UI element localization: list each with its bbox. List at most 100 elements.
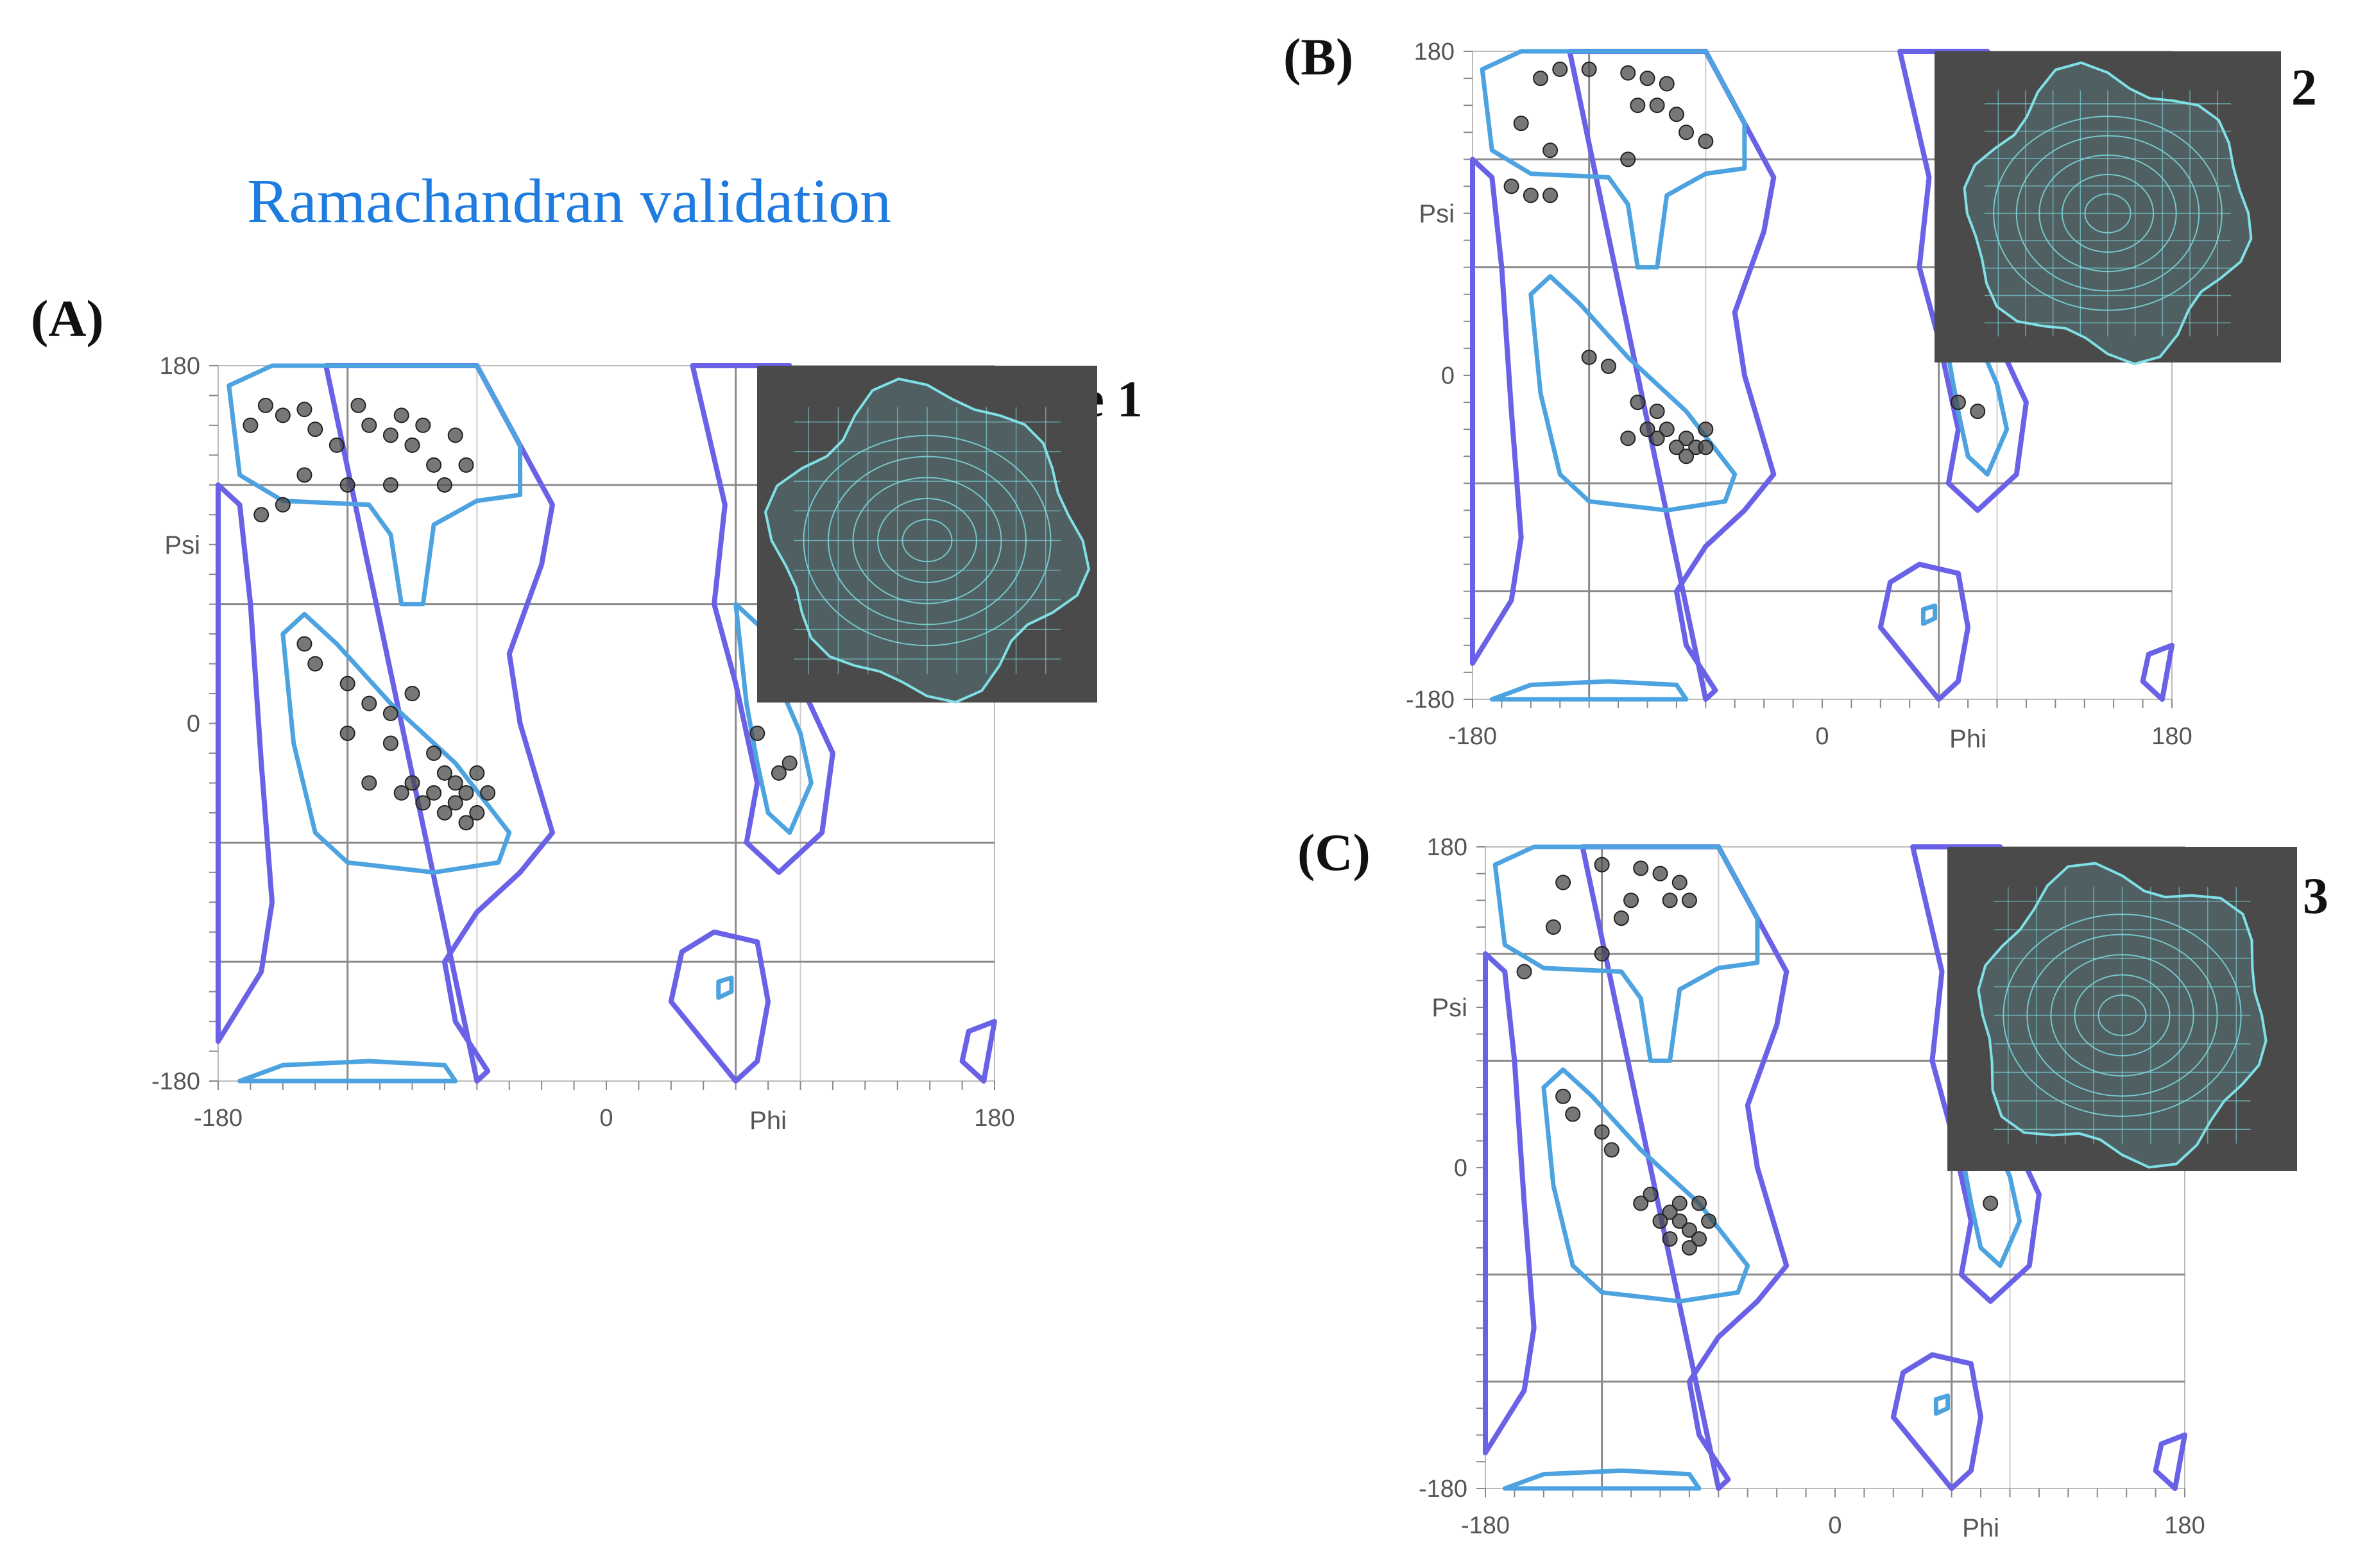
data-point [447, 427, 463, 443]
data-point [1630, 98, 1646, 114]
data-point [1603, 1142, 1619, 1158]
figure-title: Ramachandran validation [247, 167, 892, 236]
data-point [1679, 430, 1695, 447]
data-point [1681, 1222, 1697, 1238]
x-axis-label: Phi [1962, 1514, 1999, 1542]
data-point [1600, 358, 1616, 374]
x-axis-label: Phi [1949, 725, 1986, 753]
favored-region-contour [237, 1059, 458, 1084]
data-point [339, 676, 355, 692]
data-point [1594, 1124, 1610, 1140]
data-point [382, 735, 398, 751]
data-point [275, 407, 291, 423]
data-point [1623, 892, 1639, 908]
allowed-region-contour [2153, 1432, 2187, 1491]
data-point [1681, 1240, 1697, 1256]
data-point [393, 407, 409, 423]
data-point [1671, 1195, 1687, 1211]
y-tick-label: 180 [160, 353, 200, 380]
x-tick-label: 180 [2164, 1512, 2205, 1539]
data-point [1643, 1186, 1659, 1202]
data-point [1668, 439, 1684, 456]
favored-region-contour [1489, 679, 1689, 702]
allowed-region-contour [1483, 951, 1537, 1456]
x-tick-label: 0 [1828, 1512, 1841, 1539]
data-point [1659, 76, 1675, 92]
data-point [339, 477, 355, 493]
data-point [1649, 430, 1665, 447]
data-point [1649, 98, 1665, 114]
data-point [458, 785, 474, 801]
data-point [1542, 142, 1559, 158]
allowed-region-contour [1877, 561, 1971, 702]
data-point [436, 477, 452, 493]
data-point [1649, 404, 1665, 420]
data-point [1691, 1231, 1707, 1247]
data-point [257, 397, 273, 413]
data-point [1581, 349, 1597, 365]
data-point [1679, 448, 1695, 464]
y-axis-label: Psi [1431, 994, 1467, 1022]
x-tick-label: -180 [1461, 1512, 1510, 1539]
data-point [1950, 395, 1966, 411]
y-tick-label: -180 [151, 1068, 200, 1095]
data-point [1698, 422, 1714, 438]
data-point [1594, 946, 1610, 962]
data-point [361, 417, 377, 433]
data-point [447, 795, 463, 811]
data-point [1620, 430, 1636, 447]
y-tick-label: 0 [1441, 362, 1455, 389]
data-point [480, 785, 496, 801]
data-point [1532, 71, 1548, 87]
data-point [458, 457, 474, 473]
favored-region-contour [226, 363, 523, 607]
data-point [382, 477, 398, 493]
favored-region-contour [1480, 49, 1747, 270]
data-point [426, 457, 442, 473]
data-point [1679, 124, 1695, 141]
x-tick-label: 0 [599, 1105, 613, 1132]
y-tick-label: 0 [1454, 1155, 1467, 1182]
data-point [361, 775, 377, 791]
data-point [329, 437, 345, 453]
x-tick-label: -180 [194, 1105, 243, 1132]
data-point [296, 467, 312, 483]
favored-region-contour [1492, 844, 1760, 1063]
data-point [296, 402, 312, 418]
data-point [1503, 178, 1519, 194]
data-point [404, 775, 420, 791]
data-point [275, 497, 291, 513]
y-tick-label: 180 [1427, 834, 1467, 861]
data-point [404, 437, 420, 453]
data-point [1698, 439, 1714, 456]
inset-3d-mesh [1947, 847, 2297, 1171]
data-point [361, 695, 377, 712]
favored-region-contour [1920, 603, 1938, 626]
data-point [1671, 1213, 1687, 1229]
data-point [426, 745, 442, 761]
data-point [307, 656, 323, 672]
data-point [1659, 422, 1675, 438]
y-tick-label: 0 [187, 711, 200, 738]
x-tick-label: 0 [1815, 723, 1829, 750]
data-point [393, 785, 409, 801]
data-point [1691, 1195, 1707, 1211]
data-point [1681, 892, 1697, 908]
allowed-region-contour [2140, 642, 2174, 702]
data-point [1983, 1195, 1999, 1211]
data-point [1639, 422, 1655, 438]
y-axis-label: Psi [164, 531, 200, 559]
data-point [1652, 1213, 1668, 1229]
favored-region-contour [1541, 1067, 1750, 1304]
allowed-region-contour [1890, 1352, 1984, 1491]
y-tick-label: 180 [1414, 38, 1455, 65]
data-point [382, 706, 398, 722]
data-point [469, 805, 485, 821]
favored-region-contour [1502, 1468, 1702, 1491]
data-point [296, 636, 312, 652]
data-point [469, 765, 485, 781]
allowed-region-contour [1567, 49, 1777, 702]
data-point [1662, 892, 1678, 908]
data-point [1662, 1231, 1678, 1247]
